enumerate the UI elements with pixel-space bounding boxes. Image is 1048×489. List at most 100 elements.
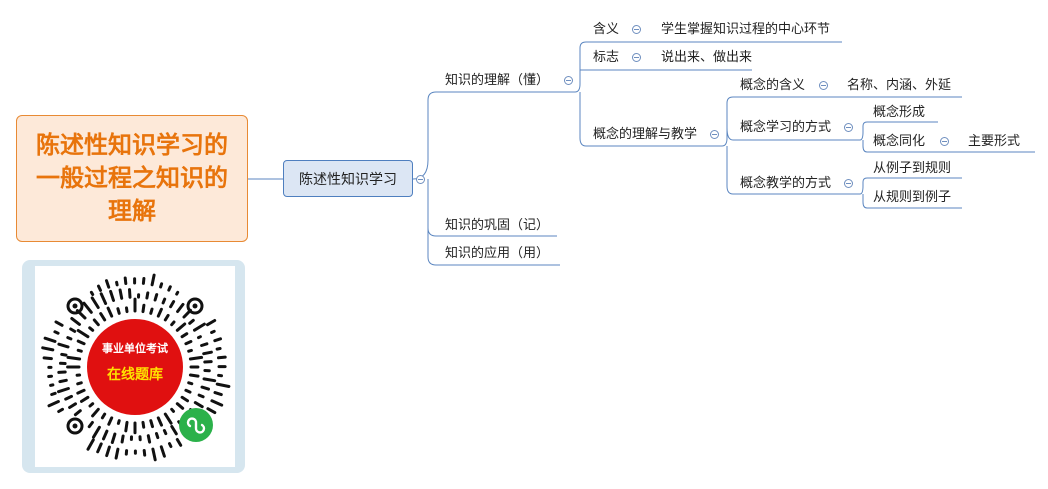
- qr-spoke: [109, 289, 115, 302]
- central-node[interactable]: 陈述性知识学习: [283, 160, 413, 197]
- collapse-toggle-icon[interactable]: [819, 81, 828, 90]
- qr-spoke: [66, 355, 82, 361]
- qr-spoke: [175, 322, 187, 332]
- collapse-toggle-icon[interactable]: [844, 123, 853, 132]
- node-example-to-rule[interactable]: 从例子到规则: [873, 161, 952, 176]
- qr-spoke: [170, 320, 176, 327]
- collapse-toggle-icon[interactable]: [416, 175, 425, 184]
- qr-spoke: [60, 352, 68, 357]
- qr-spoke: [86, 438, 95, 451]
- qr-finder-marks: [66, 297, 204, 435]
- qr-spoke: [66, 336, 73, 341]
- qr-spoke: [80, 395, 90, 403]
- node-concept-teaching[interactable]: 概念的理解与教学: [593, 127, 698, 142]
- qr-spoke: [76, 329, 90, 339]
- node-rule-to-example[interactable]: 从规则到例子: [873, 190, 952, 205]
- node-understanding[interactable]: 知识的理解（懂）: [445, 73, 550, 88]
- qr-spoke: [156, 307, 163, 318]
- qr-spoke: [88, 402, 95, 408]
- qr-spoke: [151, 447, 157, 462]
- collapse-toggle-icon[interactable]: [632, 53, 641, 62]
- qr-spoke: [70, 317, 81, 326]
- node-concept-assimilation[interactable]: 概念同化: [873, 134, 926, 149]
- mini-program-code[interactable]: [35, 266, 235, 467]
- qr-spoke: [124, 420, 129, 433]
- qr-spoke: [43, 336, 57, 343]
- qr-spoke: [206, 319, 217, 327]
- node-concept-meaning-detail[interactable]: 名称、内涵、外延: [847, 78, 952, 93]
- qr-spoke: [215, 347, 222, 351]
- collapse-toggle-icon[interactable]: [564, 76, 573, 85]
- qr-spoke: [76, 348, 83, 353]
- qr-spoke: [57, 342, 70, 349]
- qr-spoke: [97, 284, 102, 292]
- qr-spoke: [169, 300, 176, 309]
- node-meaning-detail[interactable]: 学生掌握知识过程的中心环节: [661, 22, 831, 37]
- qr-spoke: [42, 356, 53, 361]
- central-node-label: 陈述性知识学习: [299, 171, 397, 188]
- qr-spoke: [193, 401, 204, 409]
- qr-code-pattern: [41, 273, 231, 462]
- qr-spoke: [153, 293, 159, 302]
- node-concept-formation[interactable]: 概念形成: [873, 105, 926, 120]
- qr-spoke: [168, 442, 173, 448]
- qr-spoke: [213, 337, 222, 343]
- qr-spoke: [76, 388, 86, 395]
- qr-spoke: [92, 318, 100, 327]
- qr-spoke: [87, 421, 94, 429]
- node-meaning[interactable]: 含义: [593, 22, 620, 37]
- qr-spoke: [96, 442, 103, 454]
- qr-spoke: [170, 407, 175, 413]
- mini-program-icon: [179, 408, 213, 442]
- qr-spoke: [47, 400, 60, 408]
- topic-title: 陈述性知识学习的一般过程之知识的理解: [36, 131, 228, 225]
- qr-spoke: [141, 420, 146, 429]
- qr-spoke: [175, 438, 183, 447]
- qr-spoke: [118, 288, 124, 300]
- node-concept-teaching-way[interactable]: 概念教学的方式: [740, 176, 832, 191]
- node-concept-learning[interactable]: 概念学习的方式: [740, 120, 832, 135]
- qr-spoke: [100, 412, 107, 420]
- qr-spoke: [156, 416, 163, 427]
- qr-spoke: [217, 355, 227, 360]
- qr-spoke: [197, 335, 202, 340]
- qr-spoke: [64, 394, 73, 401]
- qr-spoke: [163, 313, 170, 322]
- qr-spoke: [105, 279, 111, 289]
- collapse-toggle-icon[interactable]: [632, 25, 641, 34]
- qr-spoke: [215, 382, 231, 388]
- qr-spoke: [69, 327, 77, 333]
- qr-spoke: [176, 302, 185, 313]
- node-consolidation[interactable]: 知识的巩固（记）: [445, 218, 550, 233]
- qr-spoke: [123, 276, 128, 285]
- node-concept-meaning[interactable]: 概念的含义: [740, 78, 806, 93]
- qr-spoke: [141, 303, 146, 314]
- qr-spoke: [202, 377, 217, 383]
- qr-spoke: [142, 449, 147, 457]
- qr-spoke: [187, 381, 194, 386]
- topic-title-box[interactable]: 陈述性知识学习的一般过程之知识的理解: [16, 115, 248, 242]
- collapse-toggle-icon[interactable]: [940, 137, 949, 146]
- collapse-toggle-icon[interactable]: [844, 179, 853, 188]
- qr-spoke: [180, 395, 189, 403]
- collapse-toggle-icon[interactable]: [710, 130, 719, 139]
- qr-spoke: [149, 307, 154, 315]
- qr-spoke: [41, 346, 55, 352]
- node-sign[interactable]: 标志: [593, 50, 620, 65]
- node-application[interactable]: 知识的应用（用）: [445, 246, 550, 261]
- qr-spoke: [53, 330, 60, 335]
- node-main-form[interactable]: 主要形式: [968, 134, 1021, 149]
- qr-spoke: [89, 290, 95, 296]
- qr-spoke: [159, 282, 164, 289]
- qr-spoke: [184, 388, 192, 394]
- qr-spoke: [49, 383, 55, 387]
- qr-spoke: [73, 409, 82, 417]
- qr-spoke: [162, 429, 168, 436]
- qr-spoke: [106, 306, 114, 318]
- qr-spoke: [175, 290, 180, 296]
- qr-spoke: [107, 416, 114, 426]
- qr-spoke: [125, 306, 129, 314]
- node-sign-detail[interactable]: 说出来、做出来: [661, 50, 753, 65]
- qr-spoke: [116, 419, 121, 425]
- qr-spoke: [92, 425, 101, 439]
